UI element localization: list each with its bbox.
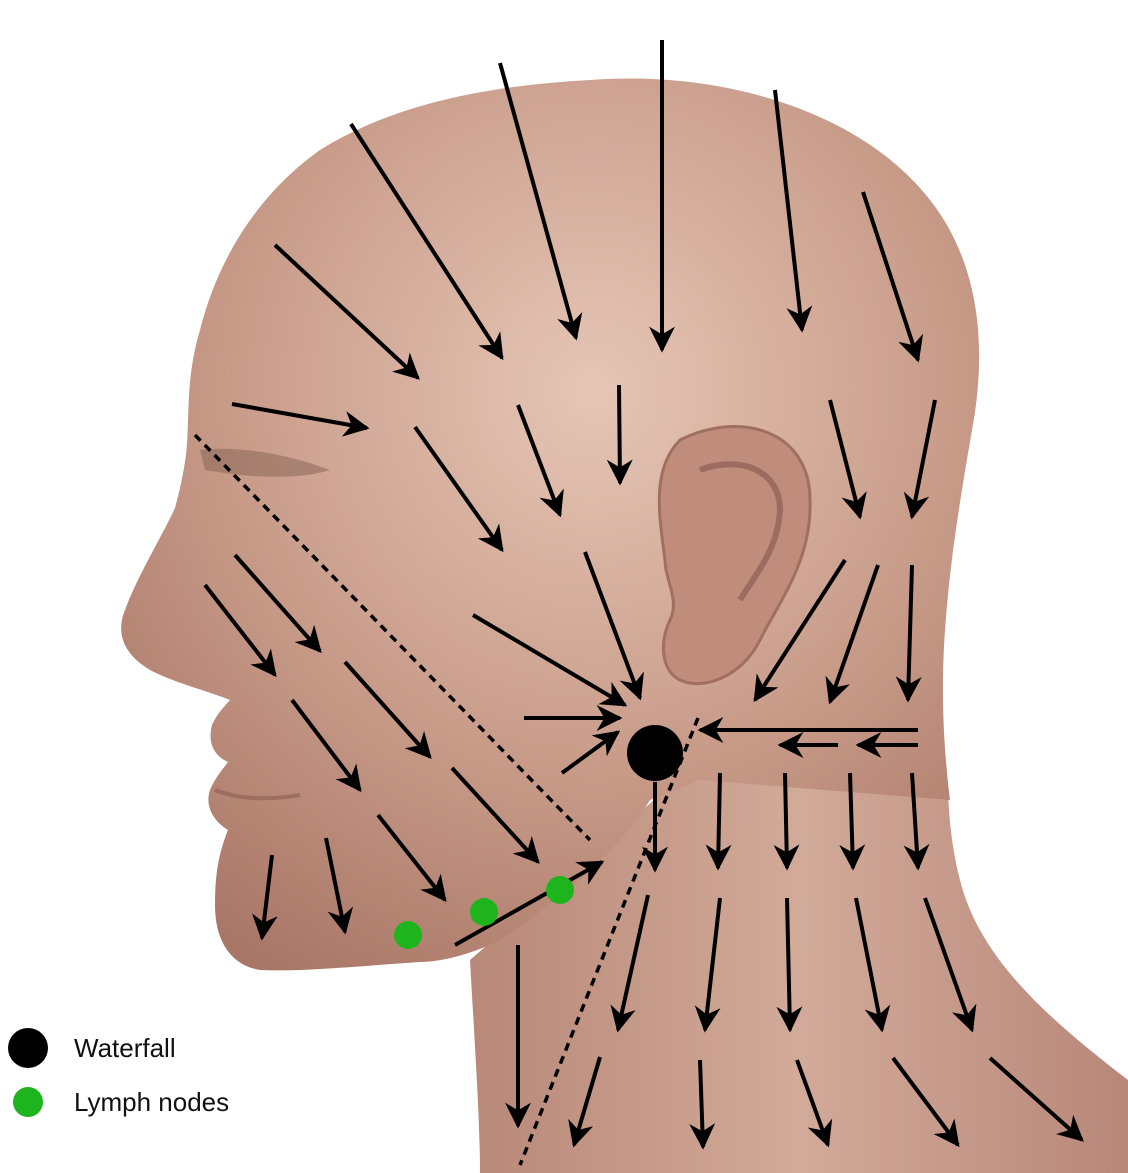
legend-lymph-label: Lymph nodes	[74, 1087, 229, 1118]
black-dot-icon	[8, 1028, 48, 1068]
lymph-node	[470, 898, 498, 926]
drainage-arrow	[619, 385, 620, 483]
legend-waterfall: Waterfall	[8, 1028, 308, 1068]
drainage-arrow	[785, 773, 787, 868]
lymph-node	[394, 921, 422, 949]
legend-waterfall-label: Waterfall	[74, 1033, 176, 1064]
green-dot-icon	[13, 1087, 43, 1117]
legend-lymph-nodes: Lymph nodes	[8, 1082, 308, 1122]
waterfall-marker	[627, 725, 683, 781]
lymph-node	[546, 876, 574, 904]
drainage-arrow	[718, 773, 720, 868]
